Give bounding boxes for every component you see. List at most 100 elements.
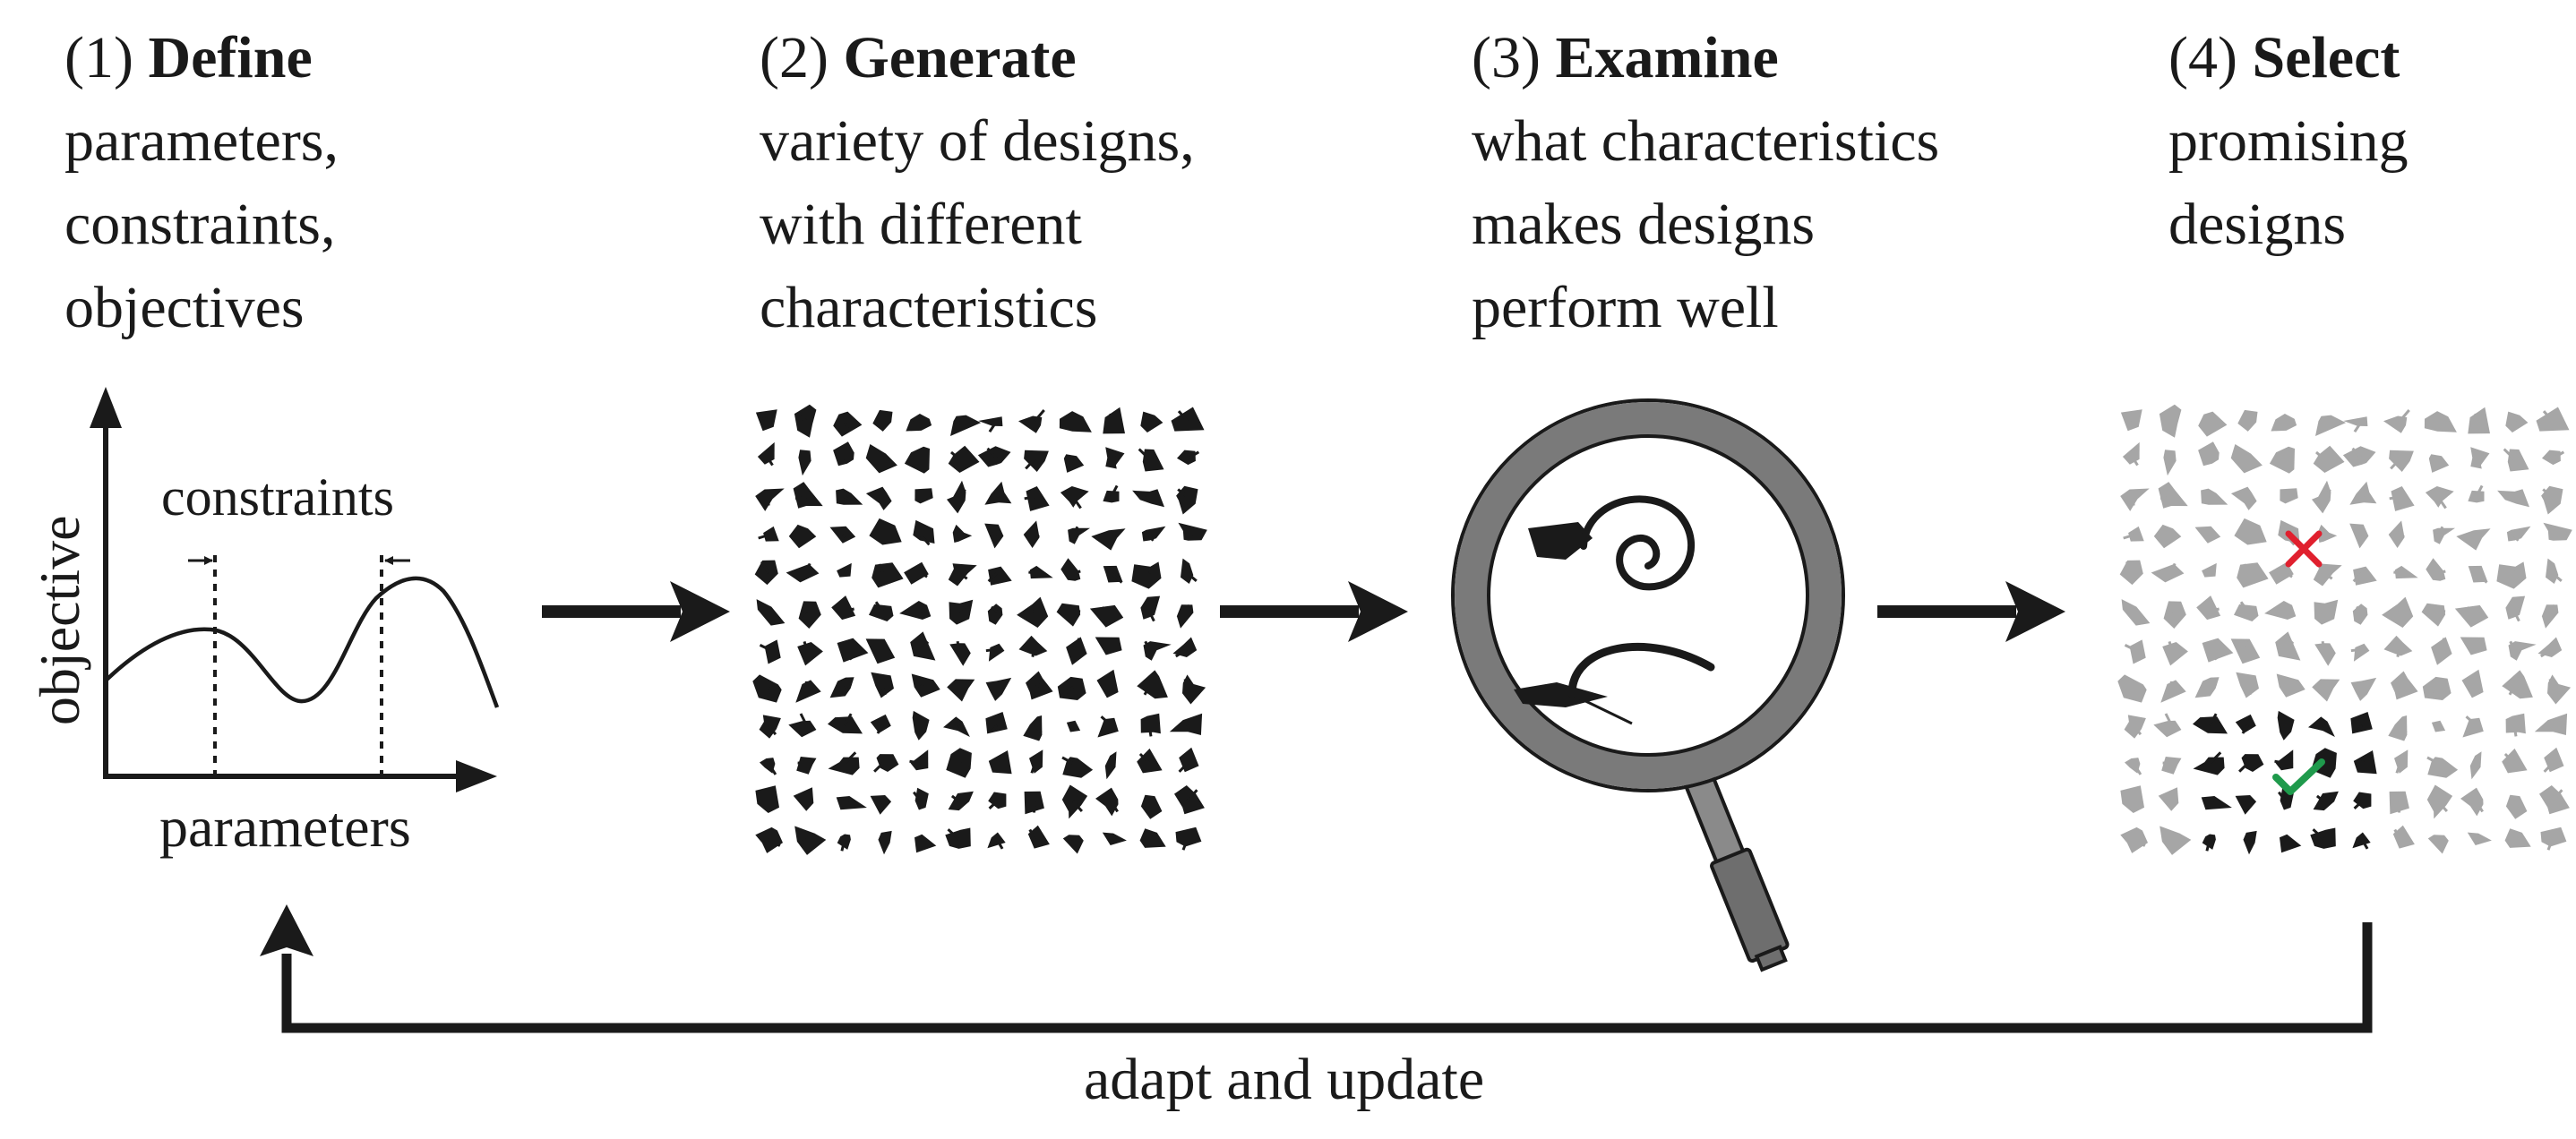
design-thumbnail xyxy=(833,411,863,437)
design-thumbnail xyxy=(904,446,930,474)
step-select: (4) Select promising designs xyxy=(2168,16,2409,266)
design-thumbnail xyxy=(2506,526,2531,542)
design-thumbnail xyxy=(2352,566,2377,586)
design-thumbnail xyxy=(2153,713,2182,738)
design-thumbnail xyxy=(797,640,823,666)
design-thumbnail xyxy=(2230,444,2263,474)
design-thumbnail xyxy=(2123,526,2144,542)
design-thumbnail xyxy=(878,830,892,855)
constraints-label: constraints xyxy=(161,467,394,527)
step-desc-line: perform well xyxy=(1472,275,1779,340)
objective-plot: constraints parameters objective xyxy=(28,387,500,859)
design-thumbnail xyxy=(1105,447,1125,469)
design-thumbnail xyxy=(2534,713,2568,735)
design-thumbnail xyxy=(987,832,1006,850)
design-thumbnail xyxy=(1140,713,1161,737)
design-thumbnail xyxy=(1137,748,1163,774)
design-thumbnail xyxy=(869,518,902,545)
design-thumbnail xyxy=(2352,832,2371,850)
design-thumbnail xyxy=(1139,828,1166,848)
step-desc-line: with different xyxy=(760,192,1082,257)
design-thumbnail xyxy=(949,640,971,666)
design-thumbnail xyxy=(2264,601,2297,620)
design-thumbnail xyxy=(2237,562,2269,588)
design-thumbnail xyxy=(2121,599,2151,626)
design-thumbnail xyxy=(2238,754,2264,773)
design-thumbnail xyxy=(758,526,779,542)
design-thumbnail xyxy=(2312,480,2331,514)
step-desc-line: constraints, xyxy=(64,192,336,257)
design-thumbnail xyxy=(1096,669,1119,698)
design-thumbnail xyxy=(793,787,814,811)
design-thumbnail xyxy=(2536,407,2570,432)
design-thumbnail xyxy=(2427,835,2449,854)
design-thumbnail xyxy=(2383,409,2410,433)
y-axis xyxy=(90,387,122,779)
design-thumbnail xyxy=(2388,520,2405,548)
design-thumbnail xyxy=(1057,676,1086,700)
design-thumbnail xyxy=(788,524,817,549)
design-thumbnail xyxy=(985,643,1005,662)
design-thumbnail xyxy=(1176,604,1194,629)
design-thumbnail xyxy=(2462,715,2484,738)
design-thumbnail xyxy=(911,673,940,698)
design-thumbnail xyxy=(984,481,1012,505)
design-thumbnail xyxy=(2393,565,2418,579)
flow-arrow-1 xyxy=(542,581,730,642)
design-thumbnail xyxy=(2433,526,2455,544)
x-axis-label: parameters xyxy=(159,795,411,859)
design-thumbnail xyxy=(2543,522,2572,541)
design-thumbnail xyxy=(2269,561,2294,585)
design-thumbnail xyxy=(2505,713,2526,737)
design-thumbnail xyxy=(2317,524,2338,543)
checkmark-icon xyxy=(2272,758,2325,795)
design-thumbnail xyxy=(2503,448,2529,472)
design-thumbnail xyxy=(946,748,972,778)
design-thumbnail xyxy=(1026,671,1053,700)
design-thumbnail xyxy=(2543,747,2564,773)
design-thumbnail xyxy=(2202,638,2234,663)
step-desc-line: objectives xyxy=(64,275,305,340)
design-thumbnail xyxy=(1131,561,1162,589)
design-thumbnail xyxy=(1176,485,1198,515)
design-thumbnail xyxy=(2158,787,2179,811)
design-thumbnail xyxy=(2456,528,2491,551)
design-thumbnail xyxy=(754,560,778,586)
design-thumbnail xyxy=(1023,520,1040,548)
step-number: (4) xyxy=(2168,25,2237,90)
design-thumbnail xyxy=(977,446,1011,467)
design-thumbnail xyxy=(1174,785,1205,815)
design-thumbnail xyxy=(2350,712,2373,734)
design-thumbnail xyxy=(1061,784,1088,819)
design-thumbnail xyxy=(795,680,821,703)
step-generate-heading: (2) Generate xyxy=(760,16,1195,99)
x-mark-icon xyxy=(2285,530,2323,568)
design-thumbnail xyxy=(871,672,894,698)
design-thumbnail xyxy=(984,523,1004,549)
design-thumbnail xyxy=(2421,603,2446,627)
design-thumbnail xyxy=(910,631,936,661)
design-thumbnail xyxy=(752,674,782,703)
design-thumbnail xyxy=(1024,486,1050,511)
design-thumbnail xyxy=(2454,604,2489,628)
design-thumbnail xyxy=(2201,488,2228,505)
design-thumbnail xyxy=(985,712,1008,734)
design-thumbnail xyxy=(949,599,974,625)
design-thumbnail xyxy=(837,562,852,578)
design-thumbnail xyxy=(2314,640,2336,666)
step-desc-line: designs xyxy=(2168,192,2346,257)
design-thumbnail xyxy=(1024,450,1049,472)
design-thumbnail xyxy=(2120,409,2142,432)
design-thumbnail xyxy=(2162,640,2188,666)
design-thumbnail xyxy=(2505,411,2529,432)
design-thumbnail xyxy=(872,562,904,588)
design-thumbnail xyxy=(1089,604,1124,628)
design-thumbnail xyxy=(872,409,893,432)
design-thumbnail xyxy=(1140,794,1163,819)
design-thumbnail xyxy=(906,414,932,432)
design-thumbnail xyxy=(2230,486,2257,510)
design-thumbnail xyxy=(1177,450,1200,466)
design-thumbnail xyxy=(1095,637,1122,655)
design-thumbnail xyxy=(837,834,851,852)
